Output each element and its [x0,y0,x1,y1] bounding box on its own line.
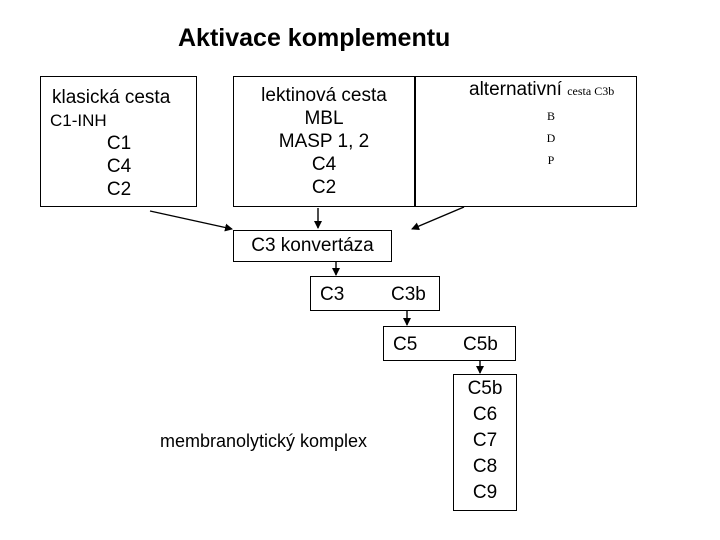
lectin-item: C4 [311,154,337,175]
page-title: Aktivace komplementu [178,24,451,52]
mac-label: membranolytický komplex [160,431,368,451]
alternative-heading-text: alternativní [469,79,562,100]
alternative-pathway-heading: alternativní cesta C3b [469,80,614,99]
classical-item: C4 [106,156,132,177]
c3-cleavage-box: C3 C3b [310,276,440,311]
alternative-item: B [546,109,555,123]
classical-pathway-heading: klasická cesta [52,87,171,108]
lectin-pathway-box: lektinová cesta MBL MASP 1, 2 C4 C2 [233,76,415,207]
mac-item: C7 [472,430,498,451]
c3b-label: C3b [391,284,426,305]
classical-item: C1 [106,133,132,154]
c3-convertase-label: C3 konvertáza [251,235,374,256]
c3-label: C3 [320,284,345,305]
classical-pathway-box: klasická cesta C1-INH C1 C4 C2 [40,76,197,207]
c5b-label: C5b [463,334,498,355]
lectin-pathway-heading: lektinová cesta [261,85,387,106]
lectin-item: C2 [311,177,337,198]
alternative-item: P [547,153,555,167]
c5-cleavage-box: C5 C5b [383,326,516,361]
alternative-heading-small: cesta C3b [567,84,615,98]
mac-components-box: C5b C6 C7 C8 C9 [453,374,517,511]
mac-item: C5b [467,378,503,399]
mac-item: C8 [472,456,498,477]
lectin-item: MBL [304,108,344,129]
alternative-pathway-box: alternativní cesta C3b B D P [415,76,637,207]
mac-item: C9 [472,482,498,503]
mac-item: C6 [472,404,498,425]
c5-label: C5 [393,334,418,355]
c3-convertase-box: C3 konvertáza [233,230,392,262]
lectin-item: MASP 1, 2 [278,131,370,152]
classical-item: C2 [106,179,132,200]
arrow-classical-to-convertase [149,210,233,232]
classical-inhibitor-label: C1-INH [50,111,107,130]
alternative-item: D [546,131,556,145]
arrow-alternative-to-convertase [411,206,465,230]
